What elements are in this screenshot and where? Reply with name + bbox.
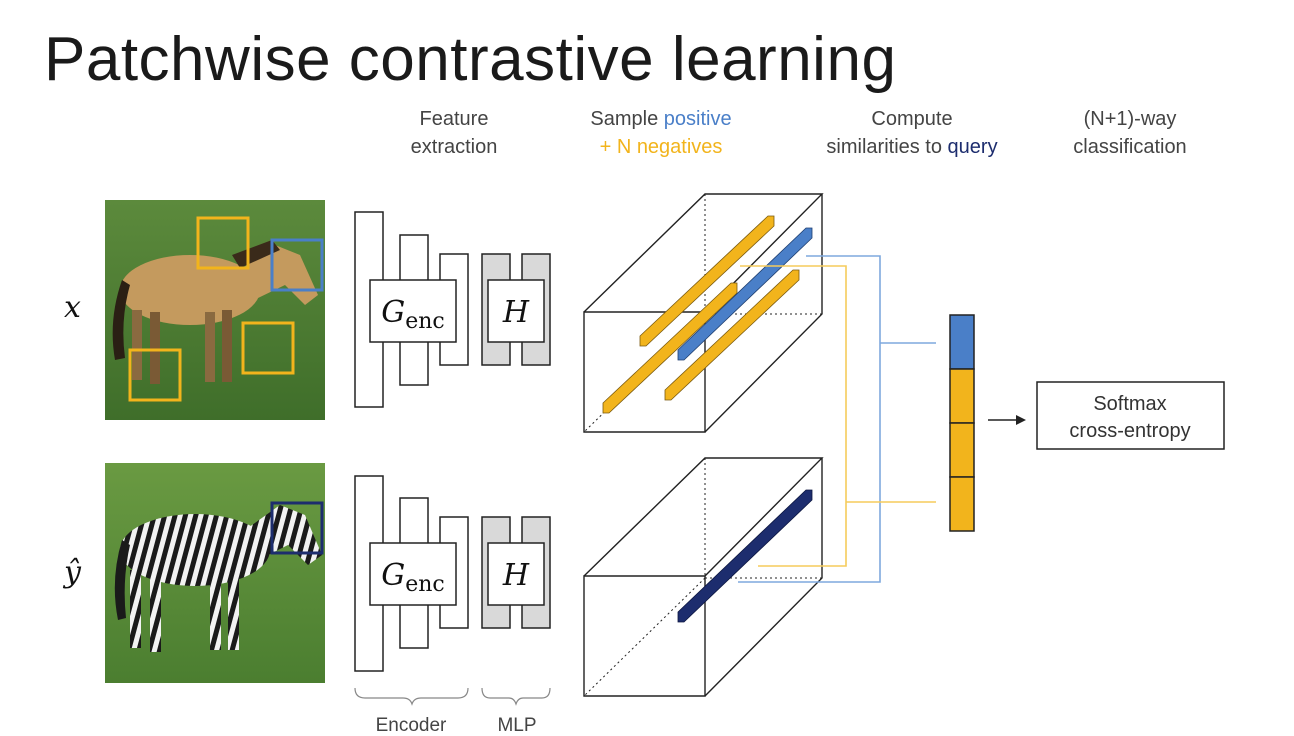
header-sample-plus: + — [599, 136, 617, 158]
label-x: x — [64, 290, 81, 325]
header-sample-prefix: Sample — [590, 108, 664, 130]
header-feature-extraction: Feature extraction — [411, 105, 498, 161]
svg-text:Genc: Genc — [381, 295, 444, 334]
header-feature-line1: Feature — [419, 108, 489, 130]
negative-feature-rod — [602, 282, 738, 414]
negative-connector-line — [740, 265, 847, 567]
mlp-symbol: H — [502, 558, 530, 593]
mlp-brace — [481, 687, 551, 706]
page-title: Patchwise contrastive learning — [44, 25, 897, 94]
encoder-box — [369, 542, 457, 606]
mlp-box — [487, 542, 545, 606]
cube-top-face — [583, 457, 824, 577]
encoder-label: Encoder — [376, 715, 447, 736]
encoder-x — [354, 211, 469, 408]
mlp-x — [481, 253, 551, 366]
zebra-image — [105, 463, 325, 683]
negative-patch-box — [241, 321, 295, 375]
header-class-line1: (N+1)-way — [1083, 108, 1177, 130]
positive-patch-box — [270, 238, 324, 292]
label-y-hat: ŷ — [64, 555, 81, 590]
header-feature-line2: extraction — [410, 136, 498, 158]
encoder-box — [369, 279, 457, 343]
mlp-y — [481, 516, 551, 629]
mlp-box — [487, 279, 545, 343]
negative-feature-rod — [639, 215, 775, 347]
encoder-symbol: G — [381, 558, 405, 593]
header-class-line2: classification — [1073, 136, 1187, 158]
query-feature-rod — [677, 489, 813, 623]
horse-image — [105, 200, 325, 420]
logit-negative — [949, 476, 975, 532]
encoder-y — [354, 475, 469, 672]
mlp-symbol: H — [502, 295, 530, 330]
encoder-symbol: G — [381, 295, 405, 330]
header-sample-positive: positive — [663, 108, 732, 130]
softmax-box — [1036, 381, 1225, 450]
mlp-label: MLP — [497, 715, 536, 736]
header-classification: (N+1)-way classification — [1073, 105, 1186, 161]
negative-patch-box — [196, 216, 250, 270]
cube-front-face — [583, 575, 706, 697]
positive-feature-rod — [677, 227, 813, 361]
logit-negative — [949, 422, 975, 478]
header-compute: Compute similarities to query — [826, 105, 997, 161]
softmax-line1: Softmax — [1093, 393, 1166, 415]
encoder-brace — [354, 687, 469, 706]
softmax-line2: cross-entropy — [1069, 420, 1190, 442]
svg-text:Genc: Genc — [381, 558, 444, 597]
negative-feature-rod — [664, 269, 800, 401]
cube-top-face — [583, 193, 824, 313]
header-sample-negatives: N negatives — [616, 136, 723, 158]
encoder-subscript: enc — [405, 309, 445, 334]
header-compute-query: query — [947, 136, 998, 158]
header-sample: Sample positive + N negatives — [590, 105, 731, 161]
negative-patch-box — [128, 348, 182, 402]
feature-cube-y — [583, 457, 824, 697]
logit-negative — [949, 368, 975, 424]
logit-positive — [949, 314, 975, 370]
arrow-right-icon — [988, 415, 1026, 425]
logits-vector — [949, 314, 975, 532]
query-patch-box — [270, 501, 324, 555]
encoder-subscript: enc — [405, 572, 445, 597]
header-compute-prefix: similarities to — [826, 136, 948, 158]
positive-connector-line — [738, 255, 881, 583]
header-compute-line1: Compute — [871, 108, 953, 130]
